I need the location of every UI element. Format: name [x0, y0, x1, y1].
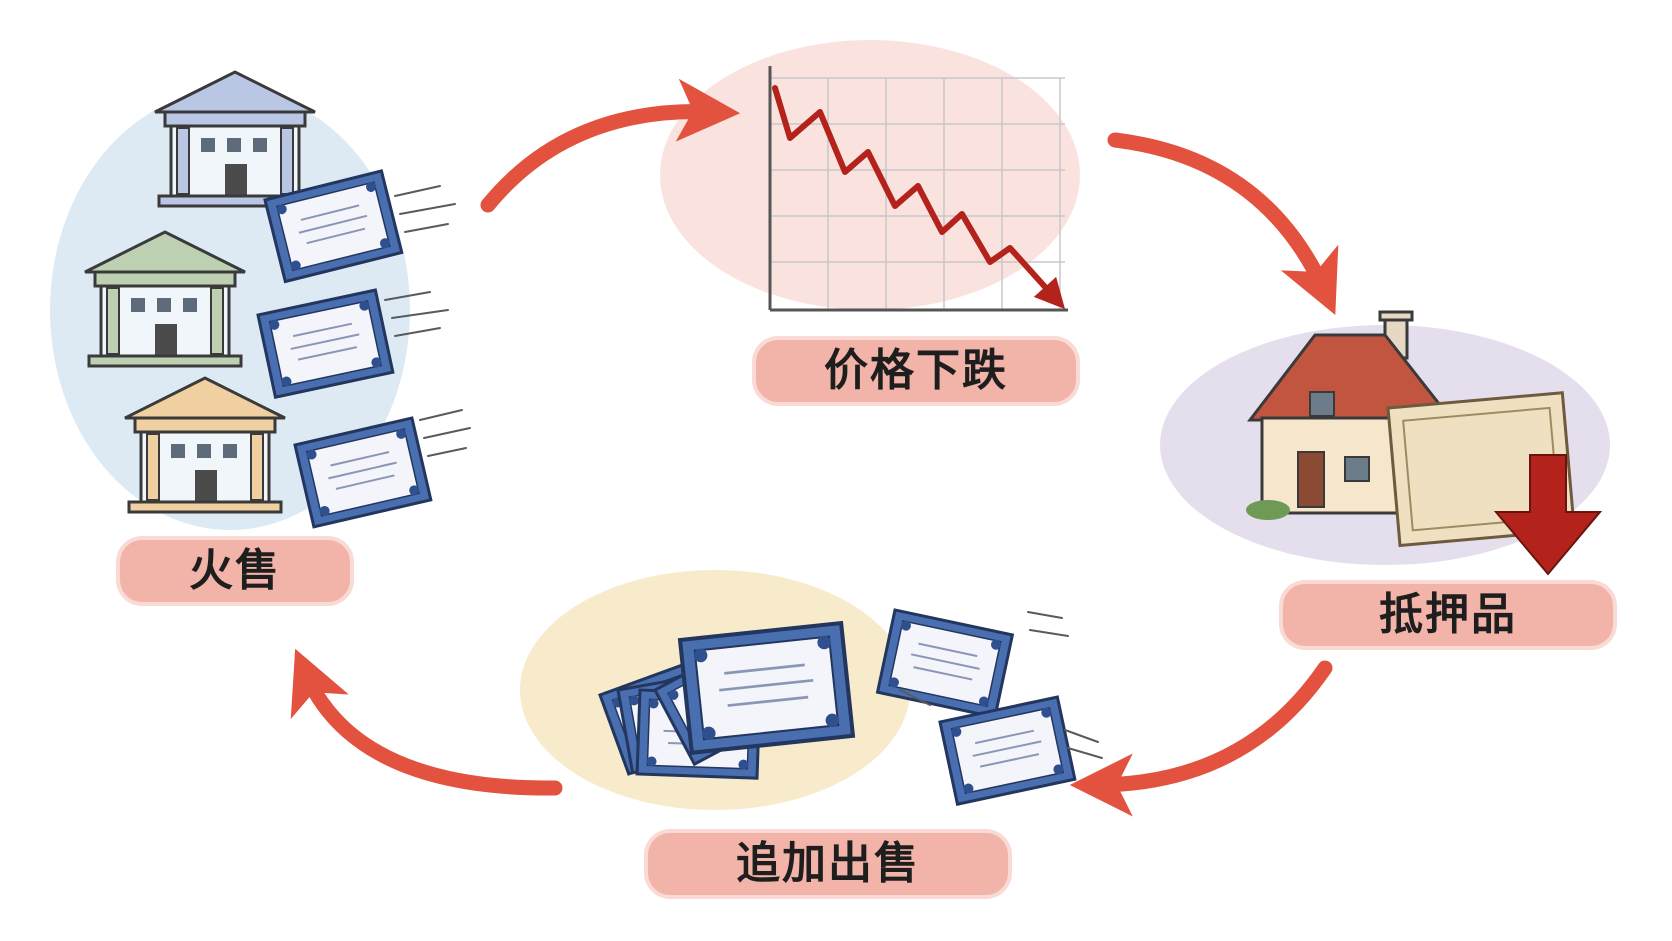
label-fire-sale: 火售 — [120, 540, 350, 602]
arrow-pricedrop-to-collateral — [1107, 132, 1339, 315]
label-price-drop: 价格下跌 — [756, 340, 1076, 402]
arrow-moresales-to-firesale — [290, 648, 563, 796]
arrow-collateral-to-moresales — [1069, 660, 1333, 817]
label-collateral: 抵押品 — [1283, 584, 1613, 646]
wash-pink — [660, 40, 1080, 310]
securities-pile-icon — [598, 608, 1103, 806]
falling-price-chart-icon — [768, 66, 1068, 312]
cycle-arrows — [290, 78, 1339, 817]
arrow-firesale-to-pricedrop — [480, 78, 741, 213]
banks-selling-icon — [83, 70, 471, 529]
label-more-sales: 追加出售 — [648, 833, 1008, 895]
collateral-house-icon — [1246, 310, 1603, 576]
